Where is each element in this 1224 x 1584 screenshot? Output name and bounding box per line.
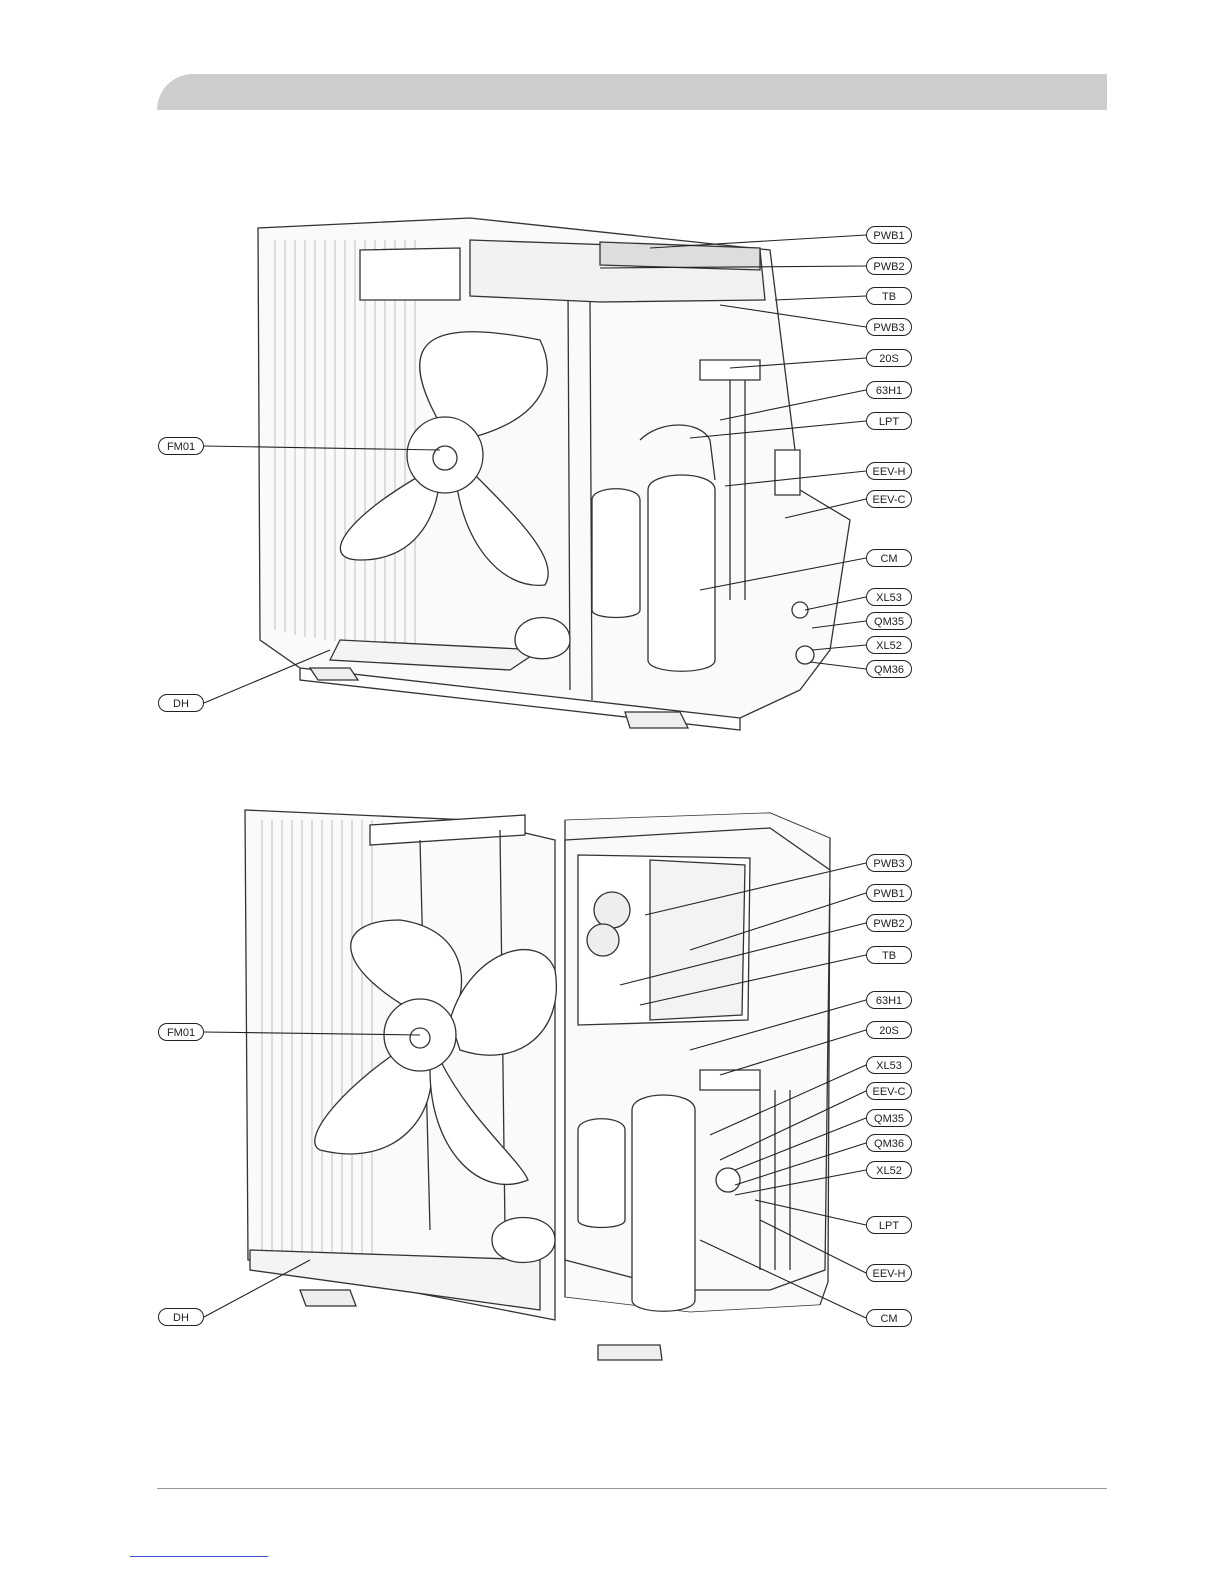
callout-qm35: QM35	[866, 1109, 912, 1127]
callout-tb: TB	[866, 287, 912, 305]
footer-rule	[157, 1488, 1107, 1489]
callout-pwb2: PWB2	[866, 257, 912, 275]
callout-qm36: QM36	[866, 1134, 912, 1152]
callout-63h1: 63H1	[866, 991, 912, 1009]
callout-xl53: XL53	[866, 1056, 912, 1074]
callout-pwb3: PWB3	[866, 854, 912, 872]
bottom-link-underline[interactable]	[130, 1556, 268, 1557]
callout-63h1: 63H1	[866, 381, 912, 399]
callout-dh: DH	[158, 1308, 204, 1326]
callout-pwb2: PWB2	[866, 914, 912, 932]
callout-20s: 20S	[866, 349, 912, 367]
unit-illustration-top	[0, 0, 1224, 760]
callout-qm35: QM35	[866, 612, 912, 630]
callout-cm: CM	[866, 549, 912, 567]
callout-xl53: XL53	[866, 588, 912, 606]
callout-fm01: FM01	[158, 1023, 204, 1041]
callout-dh: DH	[158, 694, 204, 712]
callout-eev-c: EEV-C	[866, 1082, 912, 1100]
figure-top-unit-view	[0, 0, 1224, 760]
callout-pwb3: PWB3	[866, 318, 912, 336]
callout-tb: TB	[866, 946, 912, 964]
callout-20s: 20S	[866, 1021, 912, 1039]
callout-cm: CM	[866, 1309, 912, 1327]
callout-lpt: LPT	[866, 1216, 912, 1234]
callout-pwb1: PWB1	[866, 226, 912, 244]
callout-lpt: LPT	[866, 412, 912, 430]
figure-bottom-unit-view	[0, 790, 1224, 1390]
callout-xl52: XL52	[866, 1161, 912, 1179]
callout-eev-c: EEV-C	[866, 490, 912, 508]
unit-illustration-bottom	[0, 790, 1224, 1390]
callout-pwb1: PWB1	[866, 884, 912, 902]
callout-eev-h: EEV-H	[866, 462, 912, 480]
callout-qm36: QM36	[866, 660, 912, 678]
callout-xl52: XL52	[866, 636, 912, 654]
callout-fm01: FM01	[158, 437, 204, 455]
callout-eev-h: EEV-H	[866, 1264, 912, 1282]
